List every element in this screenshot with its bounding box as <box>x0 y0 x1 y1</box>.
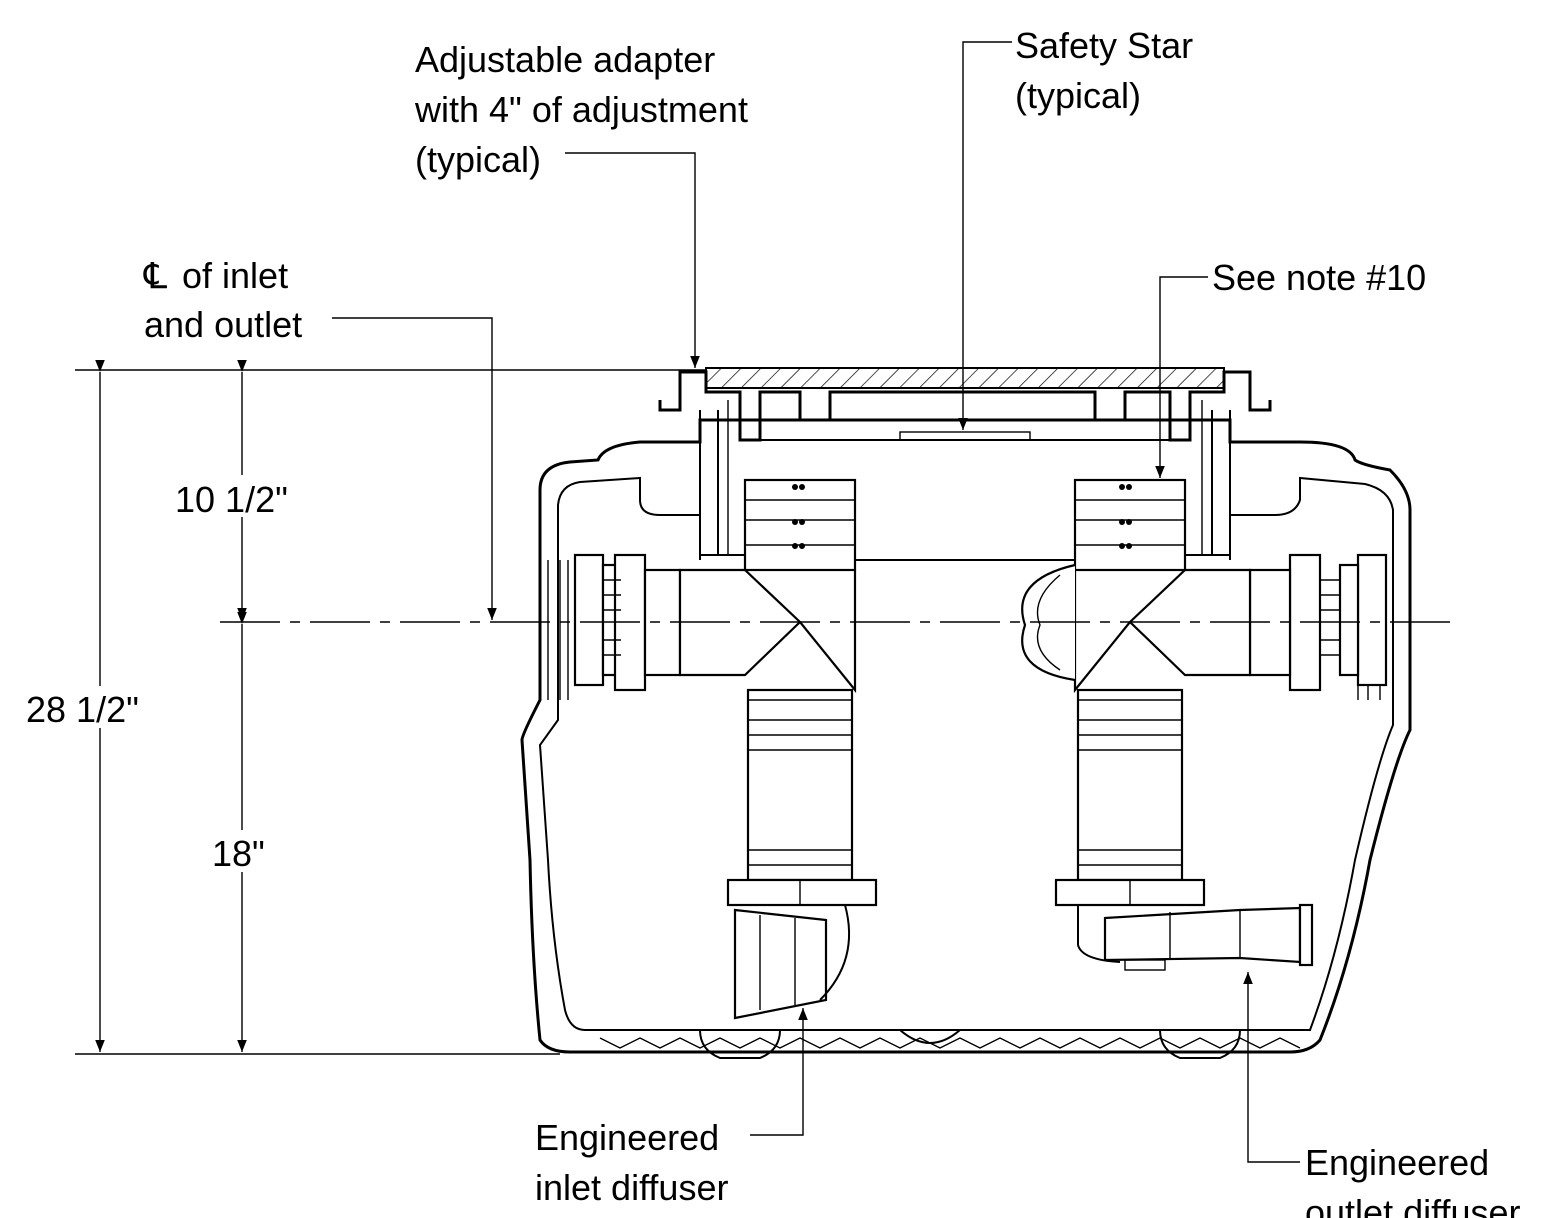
label-inlet-diffuser: Engineered inlet diffuser <box>535 1117 728 1208</box>
access-cover <box>658 367 1272 560</box>
label-safety-star: Safety Star (typical) <box>1015 25 1193 116</box>
centerline-line-1: of inlet <box>182 255 288 296</box>
tank-body <box>520 418 1412 1059</box>
label-adjustable-adapter: Adjustable adapter with 4" of adjustment… <box>414 39 748 180</box>
outlet-diffuser-line-2: outlet diffuser <box>1305 1192 1520 1218</box>
dimension-upper: 10 1/2" <box>175 479 288 520</box>
centerline-line-2: and outlet <box>144 304 302 345</box>
dimension-overall: 28 1/2" <box>26 689 139 730</box>
dimension-lower: 18" <box>212 833 265 874</box>
safety-star-line-1: Safety Star <box>1015 25 1193 66</box>
safety-star-line-2: (typical) <box>1015 75 1141 116</box>
label-outlet-diffuser: Engineered outlet diffuser <box>1305 1142 1520 1218</box>
label-centerline: ℄ of inlet and outlet <box>143 255 302 345</box>
outlet-assembly <box>1021 478 1388 971</box>
outlet-diffuser-line-1: Engineered <box>1305 1142 1489 1183</box>
adapter-line-2: with 4" of adjustment <box>414 89 748 130</box>
inlet-assembly <box>573 478 878 1020</box>
inlet-diffuser-line-2: inlet diffuser <box>535 1167 728 1208</box>
centerline-symbol-icon: ℄ <box>143 255 167 296</box>
leader-lines <box>332 41 1300 1163</box>
adapter-line-3: (typical) <box>415 139 541 180</box>
adapter-line-1: Adjustable adapter <box>415 39 715 80</box>
label-see-note: See note #10 <box>1212 257 1426 298</box>
inlet-diffuser-line-1: Engineered <box>535 1117 719 1158</box>
